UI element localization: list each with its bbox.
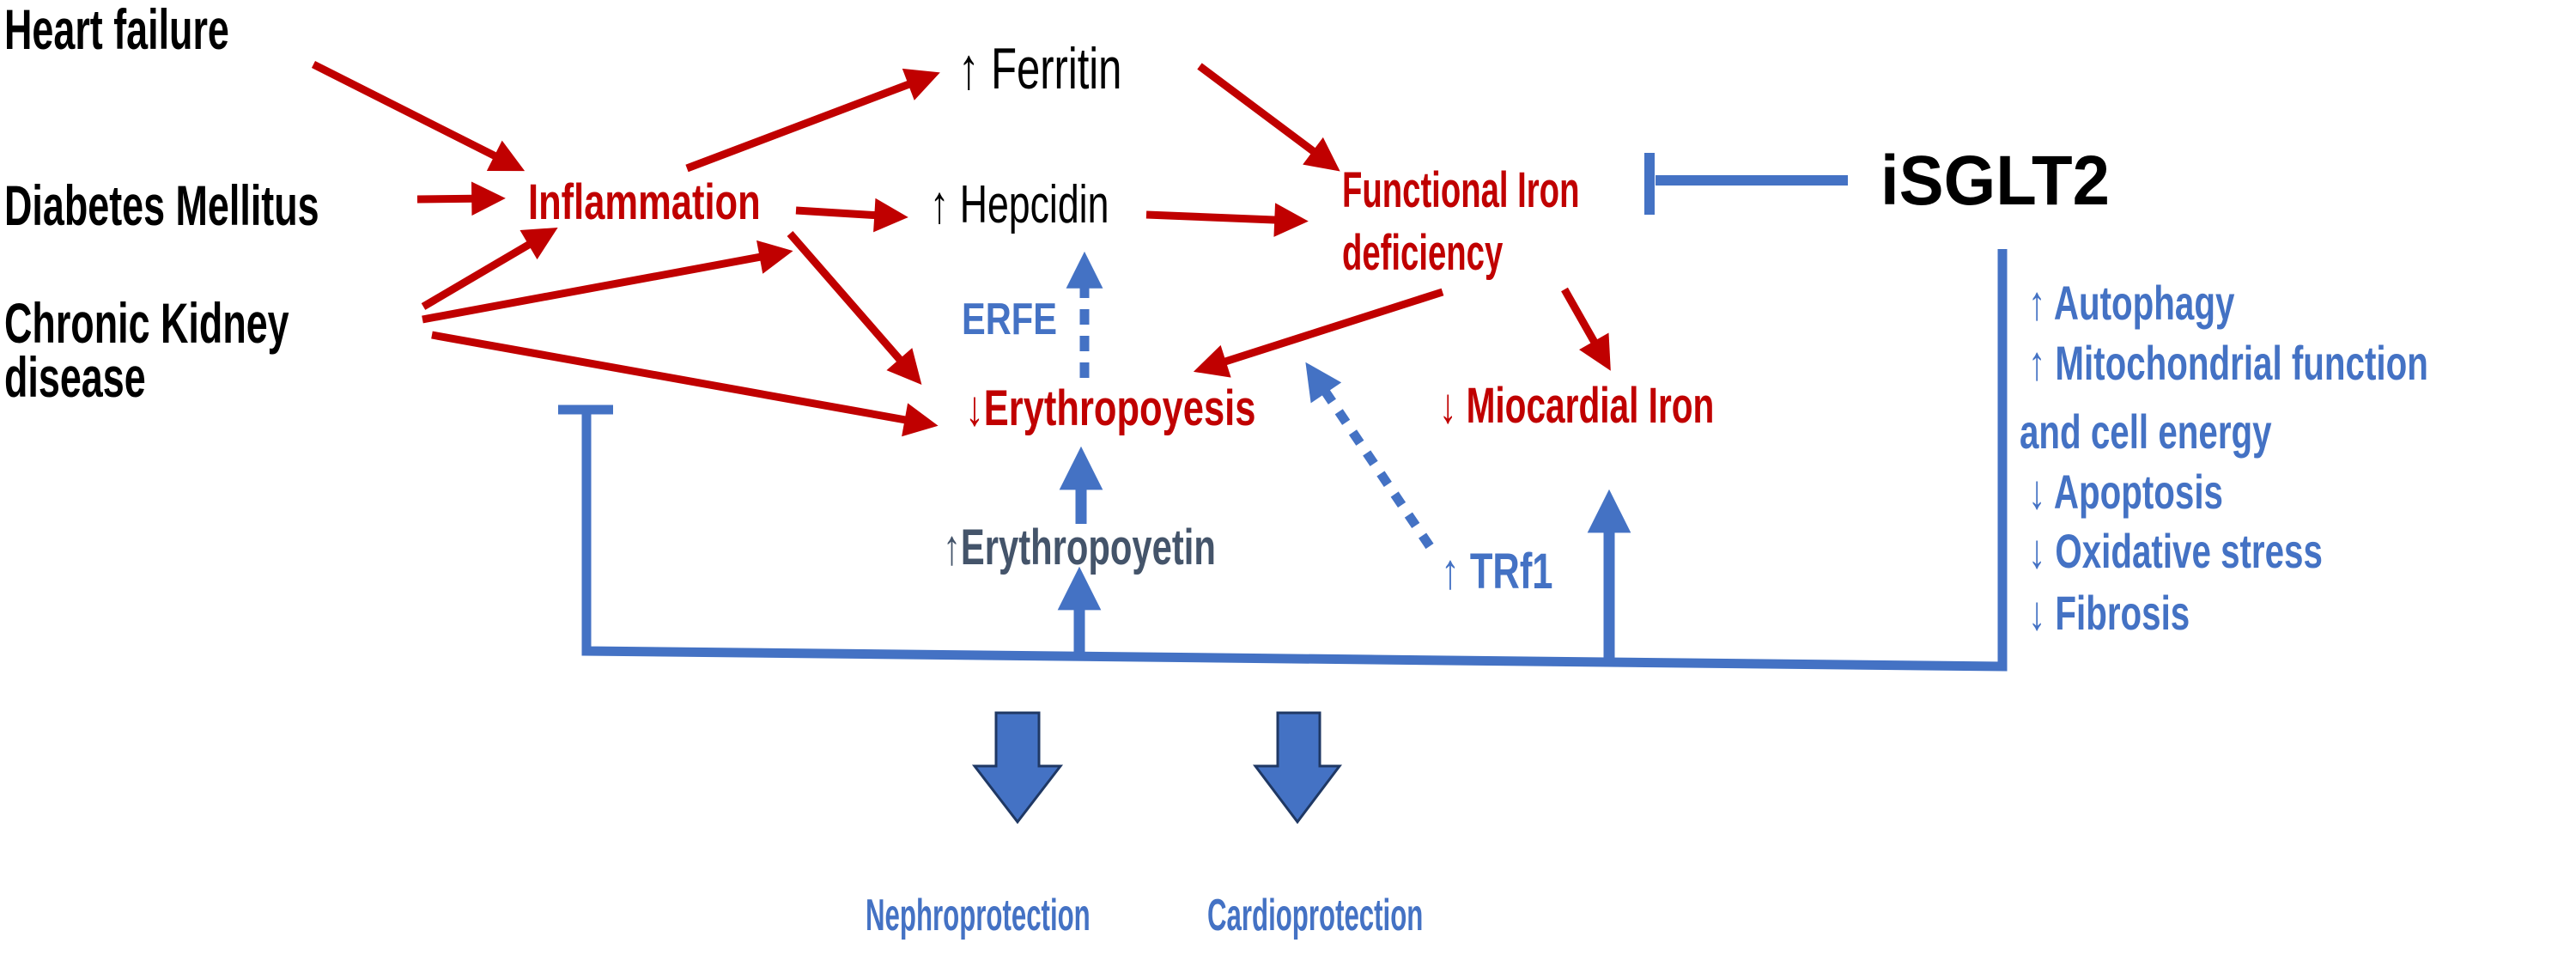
isglt2-effect-line xyxy=(581,249,2008,672)
node-erythropoyetin: ↑Erythropoyetin xyxy=(943,520,1216,577)
arrow-diabetes-to-inflammation xyxy=(416,181,506,216)
node-diabetes-mellitus: Diabetes Mellitus xyxy=(4,173,319,237)
fid-line1: Functional Iron xyxy=(1342,162,1580,218)
erythropoyetin-text: Erythropoyetin xyxy=(960,520,1216,575)
node-erythropoyesis: ↓Erythropoyesis xyxy=(965,380,1256,436)
ckd-line1: Chronic Kidney xyxy=(4,291,289,355)
arrow-inflammation-to-erythropoyesis xyxy=(787,231,922,385)
erythropoyetin-up-arrow-icon: ↑ xyxy=(943,520,961,575)
node-ferritin: ↑ Ferritin xyxy=(958,36,1122,101)
dashed-arrow-trf1-to-iron-deficiency xyxy=(1305,362,1434,550)
arrow-ferritin-to-iron-deficiency xyxy=(1197,63,1340,172)
node-erfe: ERFE xyxy=(962,295,1057,344)
node-functional-iron-deficiency: Functional Iron deficiency xyxy=(1342,159,1579,284)
arrow-ckd-to-erythropoyesis xyxy=(431,331,939,437)
arrow-inflammation-to-hepcidin xyxy=(795,198,908,233)
node-miocardial-iron: ↓ Miocardial Iron xyxy=(1439,378,1715,434)
node-inflammation: Inflammation xyxy=(528,174,761,230)
fid-line2: deficiency xyxy=(1342,225,1504,281)
arrow-heart-failure-to-inflammation xyxy=(311,60,526,172)
ckd-line2: disease xyxy=(4,345,146,409)
arrow-hepcidin-to-iron-deficiency xyxy=(1145,203,1309,237)
block-arrow-nephroprotection xyxy=(971,711,1064,824)
node-isglt2: iSGLT2 xyxy=(1880,142,2110,220)
effect-item-fibrosis: ↓ Fibrosis xyxy=(2028,586,2190,640)
block-arrow-cardioprotection xyxy=(1252,711,1343,824)
effect-item-cell-energy: and cell energy xyxy=(2020,405,2272,459)
arrow-inflammation-to-ferritin xyxy=(685,68,940,173)
outcome-cardioprotection: Cardioprotection xyxy=(1207,891,1424,940)
node-trf1: ↑ TRf1 xyxy=(1441,544,1553,599)
arrow-ckd-to-inflammation xyxy=(421,227,558,310)
effect-item-mitochondrial: ↑ Mitochondrial function xyxy=(2028,336,2428,390)
arrow-ckd-to-inflammation-right xyxy=(422,240,793,324)
effect-item-autophagy: ↑ Autophagy xyxy=(2028,276,2235,330)
node-heart-failure: Heart failure xyxy=(4,0,229,61)
outcome-nephroprotection: Nephroprotection xyxy=(866,891,1091,940)
effect-item-apoptosis: ↓ Apoptosis xyxy=(2028,465,2223,519)
arrow-iron-deficiency-to-erythropoyesis xyxy=(1193,288,1444,378)
arrow-iron-deficiency-to-miocardial-iron xyxy=(1561,287,1611,371)
effect-item-oxidative-stress: ↓ Oxidative stress xyxy=(2028,524,2323,578)
node-hepcidin: ↑ Hepcidin xyxy=(930,175,1109,234)
